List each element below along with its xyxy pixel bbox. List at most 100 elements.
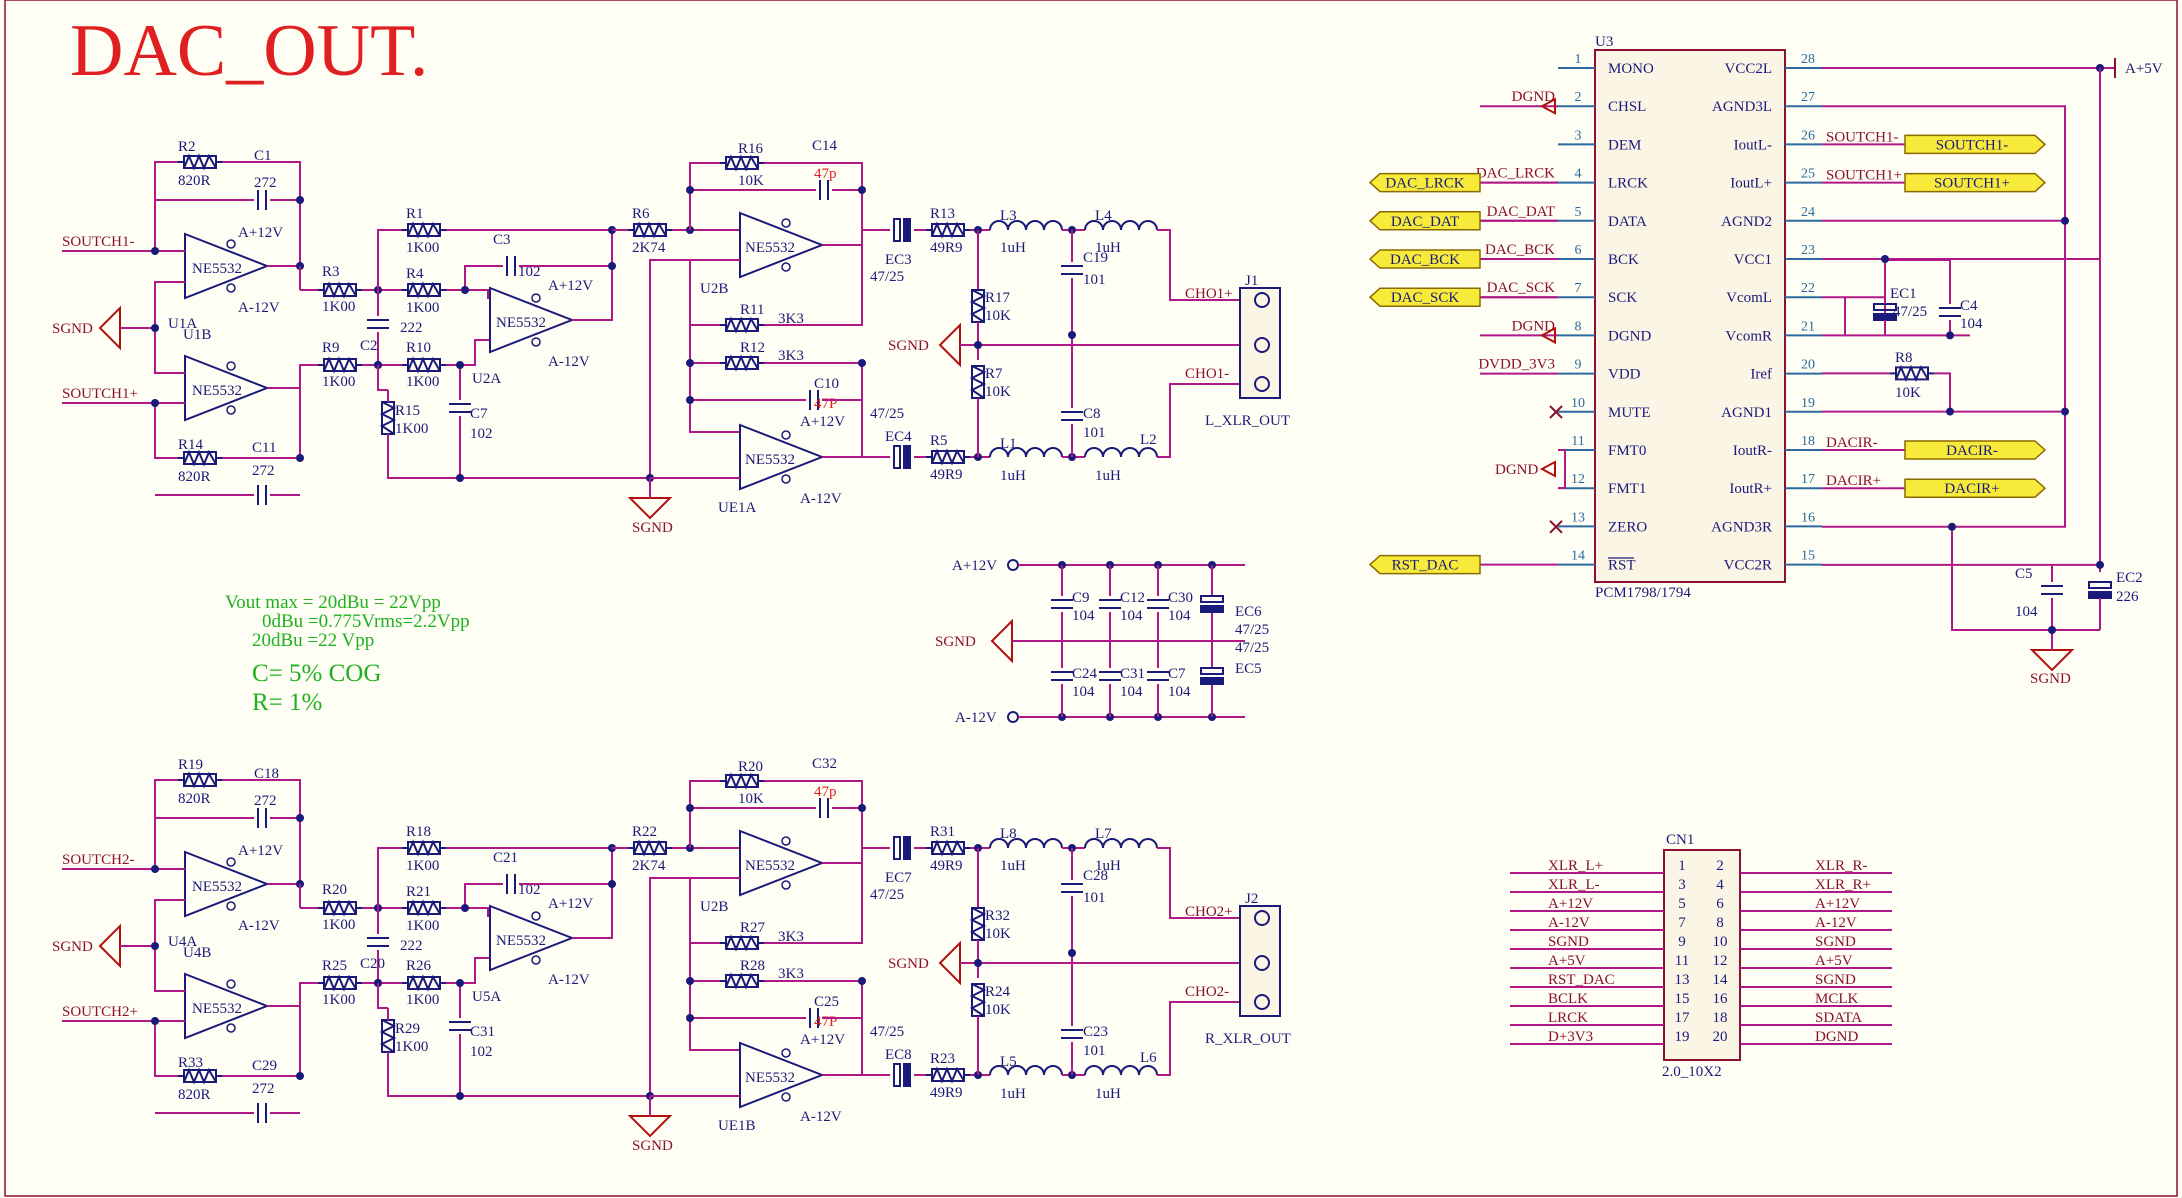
u3-port-right-label: SOUTCH1- — [1936, 137, 2009, 153]
u2a-in-pos — [446, 339, 490, 366]
sgnd-label-left: SGND — [52, 321, 93, 337]
ue1a-neg-supply: A-12V — [800, 1109, 842, 1125]
opamp-u1b-part: NE5532 — [192, 383, 242, 399]
a5v-label: A+5V — [2125, 61, 2163, 77]
ecap-ec4-plate — [893, 1063, 901, 1087]
c2-val: 222 — [400, 938, 423, 954]
cn1-pin-even: 4 — [1716, 877, 1724, 893]
xlr-connector — [1239, 287, 1281, 399]
r7-ref: R24 — [985, 984, 1011, 1000]
inductor-l4 — [1084, 220, 1158, 231]
c8-ref: C23 — [1083, 1024, 1108, 1040]
u3-pin-number-right: 23 — [1801, 243, 1815, 258]
r17-val: 10K — [985, 926, 1011, 942]
cn1-net-left: LRCK — [1548, 1010, 1588, 1026]
u3-pin-name-left: ZERO — [1608, 519, 1647, 535]
junction-dot — [296, 454, 304, 462]
cn1-pin-odd: 15 — [1675, 991, 1690, 1007]
r6-ref: R6 — [632, 206, 650, 222]
u3-pin-name-left: FMT0 — [1608, 443, 1646, 459]
resistor-r2-zigzag — [183, 153, 217, 171]
u3-pin-name-left: VDD — [1608, 367, 1641, 383]
r1-ref: R1 — [406, 206, 424, 222]
resistor-r12-zigzag — [725, 354, 759, 372]
junction-dot — [1068, 949, 1076, 957]
connector-pin — [1254, 292, 1270, 308]
ec5-ref: EC5 — [1235, 661, 1262, 677]
c10-val: 47P — [814, 1014, 837, 1030]
r12-ref: R12 — [740, 340, 765, 356]
cn1-net-left: BCLK — [1548, 991, 1588, 1007]
u3-pin-number-left: 14 — [1571, 549, 1585, 564]
cn1-net-right: SDATA — [1815, 1010, 1862, 1026]
u3-net-right: DACIR- — [1826, 435, 1878, 451]
ec4-ref: EC4 — [885, 429, 912, 445]
cn1-net-right: DGND — [1815, 1029, 1858, 1045]
ec3-val: 47/25 — [870, 269, 904, 285]
resistor-r15-zigzag — [379, 1019, 397, 1053]
r4-val: 1K00 — [406, 300, 439, 316]
ec2-ref: EC2 — [2116, 570, 2143, 586]
cho-p-wire — [1157, 847, 1246, 919]
junction-dot — [686, 1014, 694, 1022]
u3-pin-name-right: IoutL- — [1734, 137, 1772, 153]
r7-val: 10K — [985, 1002, 1011, 1018]
r2-val: 820R — [178, 173, 211, 189]
l1-ref: L1 — [1000, 436, 1017, 452]
junction-dot — [686, 977, 694, 985]
ec3-val: 47/25 — [870, 887, 904, 903]
cn1-net-right: A+12V — [1815, 896, 1860, 912]
u3-pin-number-left: 10 — [1571, 396, 1585, 411]
r15-wire — [377, 983, 388, 1009]
c3-val: 102 — [518, 882, 541, 898]
resistor-r8-zigzag — [1895, 364, 1929, 382]
junction-dot — [456, 361, 464, 369]
junction-dot — [296, 1072, 304, 1080]
opamp-u2b-pwr-pin — [781, 262, 791, 272]
cn1-net-right: MCLK — [1815, 991, 1859, 1007]
junction-dot — [1946, 407, 1954, 416]
gnd-to-u1a — [120, 899, 165, 947]
resistor-r17-zigzag — [969, 907, 987, 941]
u3-fmt-dgnd-label: DGND — [1495, 462, 1538, 478]
cho-n-wire — [1157, 1001, 1246, 1076]
r5-ref: R5 — [930, 433, 948, 449]
u2a-out — [572, 848, 613, 939]
l4-val: 1uH — [1095, 858, 1121, 874]
junction-dot — [686, 804, 694, 812]
r9-ref: R25 — [322, 958, 347, 974]
r4-val: 1K00 — [406, 918, 439, 934]
u1b-ref: U1B — [183, 327, 211, 343]
note-capacitor-tolerance: C= 5% COG — [252, 660, 381, 687]
r8-ref: R8 — [1895, 350, 1913, 366]
cn1-net-left: XLR_L+ — [1548, 858, 1603, 874]
u3-port-left-label: DAC_SCK — [1391, 290, 1460, 306]
l3-ref: L8 — [1000, 826, 1017, 842]
r13-val: 49R9 — [930, 240, 963, 256]
junction-dot — [151, 247, 159, 255]
r2-ref: R2 — [178, 139, 196, 155]
r14-ref: R33 — [178, 1055, 203, 1071]
c10-val: 47P — [814, 396, 837, 412]
c11-val: 272 — [252, 1081, 275, 1097]
ecap-ec4-plate — [893, 445, 901, 469]
u3-pin-number-right: 26 — [1801, 128, 1815, 143]
u3-pin-number-right: 24 — [1801, 205, 1815, 220]
junction-dot — [686, 359, 694, 367]
junction-dot — [1948, 522, 1956, 531]
dgnd-flag — [1539, 97, 1556, 115]
resistor-r2-zigzag — [183, 771, 217, 789]
inductor-l2 — [1084, 1065, 1158, 1076]
dec-c7-val: 104 — [1168, 684, 1191, 700]
opamp-u1a — [184, 232, 270, 300]
junction-dot — [296, 196, 304, 204]
u2a-ref: U2A — [472, 371, 501, 387]
r1-val: 1K00 — [406, 240, 439, 256]
resistor-r5-zigzag — [931, 448, 965, 466]
r1-ref: R18 — [406, 824, 431, 840]
channel-1-circuit: SOUTCH1-SOUTCH1+SGNDNE5532A+12VA-12VU1AN… — [52, 138, 1290, 536]
u3-pin-number-right: 17 — [1801, 472, 1815, 487]
u3-pin-name-right: VCC2L — [1724, 61, 1772, 77]
